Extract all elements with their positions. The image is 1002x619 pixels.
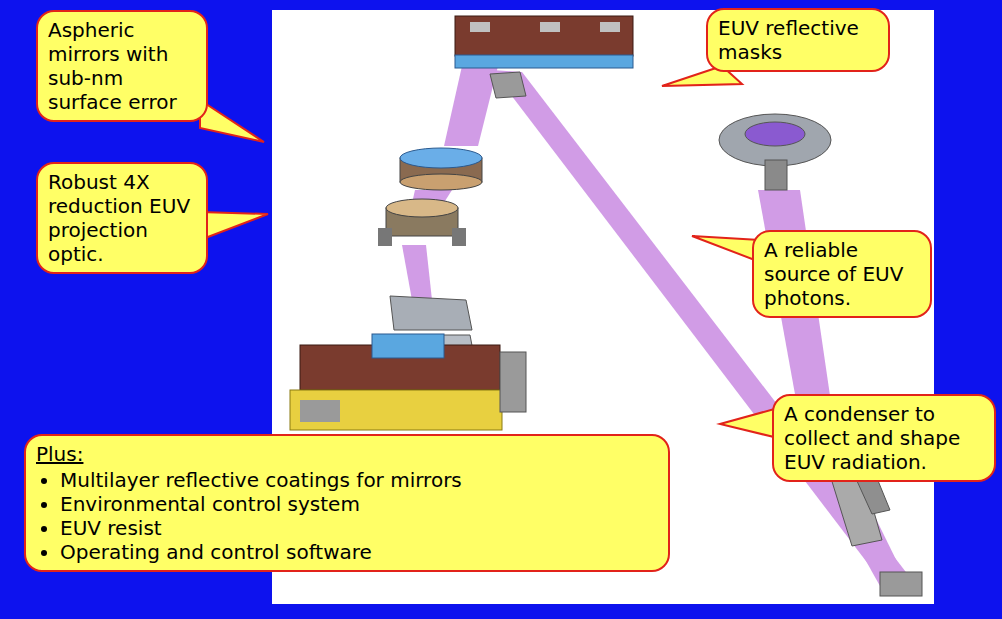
callout-text: Robust 4X reduction EUV projection optic… (48, 170, 196, 266)
euv-source (719, 114, 831, 190)
condenser-optics (830, 466, 922, 596)
bullet-item: Multilayer reflective coatings for mirro… (60, 468, 658, 492)
bullet-item: Operating and control software (60, 540, 658, 564)
summary-callout: Plus:Multilayer reflective coatings for … (24, 434, 670, 572)
callout-box: A reliable source of EUV photons. (752, 230, 932, 318)
bullet-item: EUV resist (60, 516, 658, 540)
callout-box: Aspheric mirrors with sub-nm surface err… (36, 10, 208, 122)
callout-text: A reliable source of EUV photons. (764, 238, 920, 310)
mask-stage (455, 16, 633, 98)
callout-box: Robust 4X reduction EUV projection optic… (36, 162, 208, 274)
callout-text: A condenser to collect and shape EUV rad… (784, 402, 984, 474)
callout-tails (200, 66, 778, 438)
callout-box: A condenser to collect and shape EUV rad… (772, 394, 996, 482)
callout-text: EUV reflective masks (718, 16, 878, 64)
callout-text: Aspheric mirrors with sub-nm surface err… (48, 18, 196, 114)
projection-optic-and-wafer-stage (290, 296, 526, 430)
callout-box: EUV reflective masks (706, 8, 890, 72)
bullet-item: Environmental control system (60, 492, 658, 516)
bullet-list: Multilayer reflective coatings for mirro… (36, 468, 658, 564)
callout-heading: Plus: (36, 442, 658, 466)
aspheric-mirrors (378, 148, 482, 246)
